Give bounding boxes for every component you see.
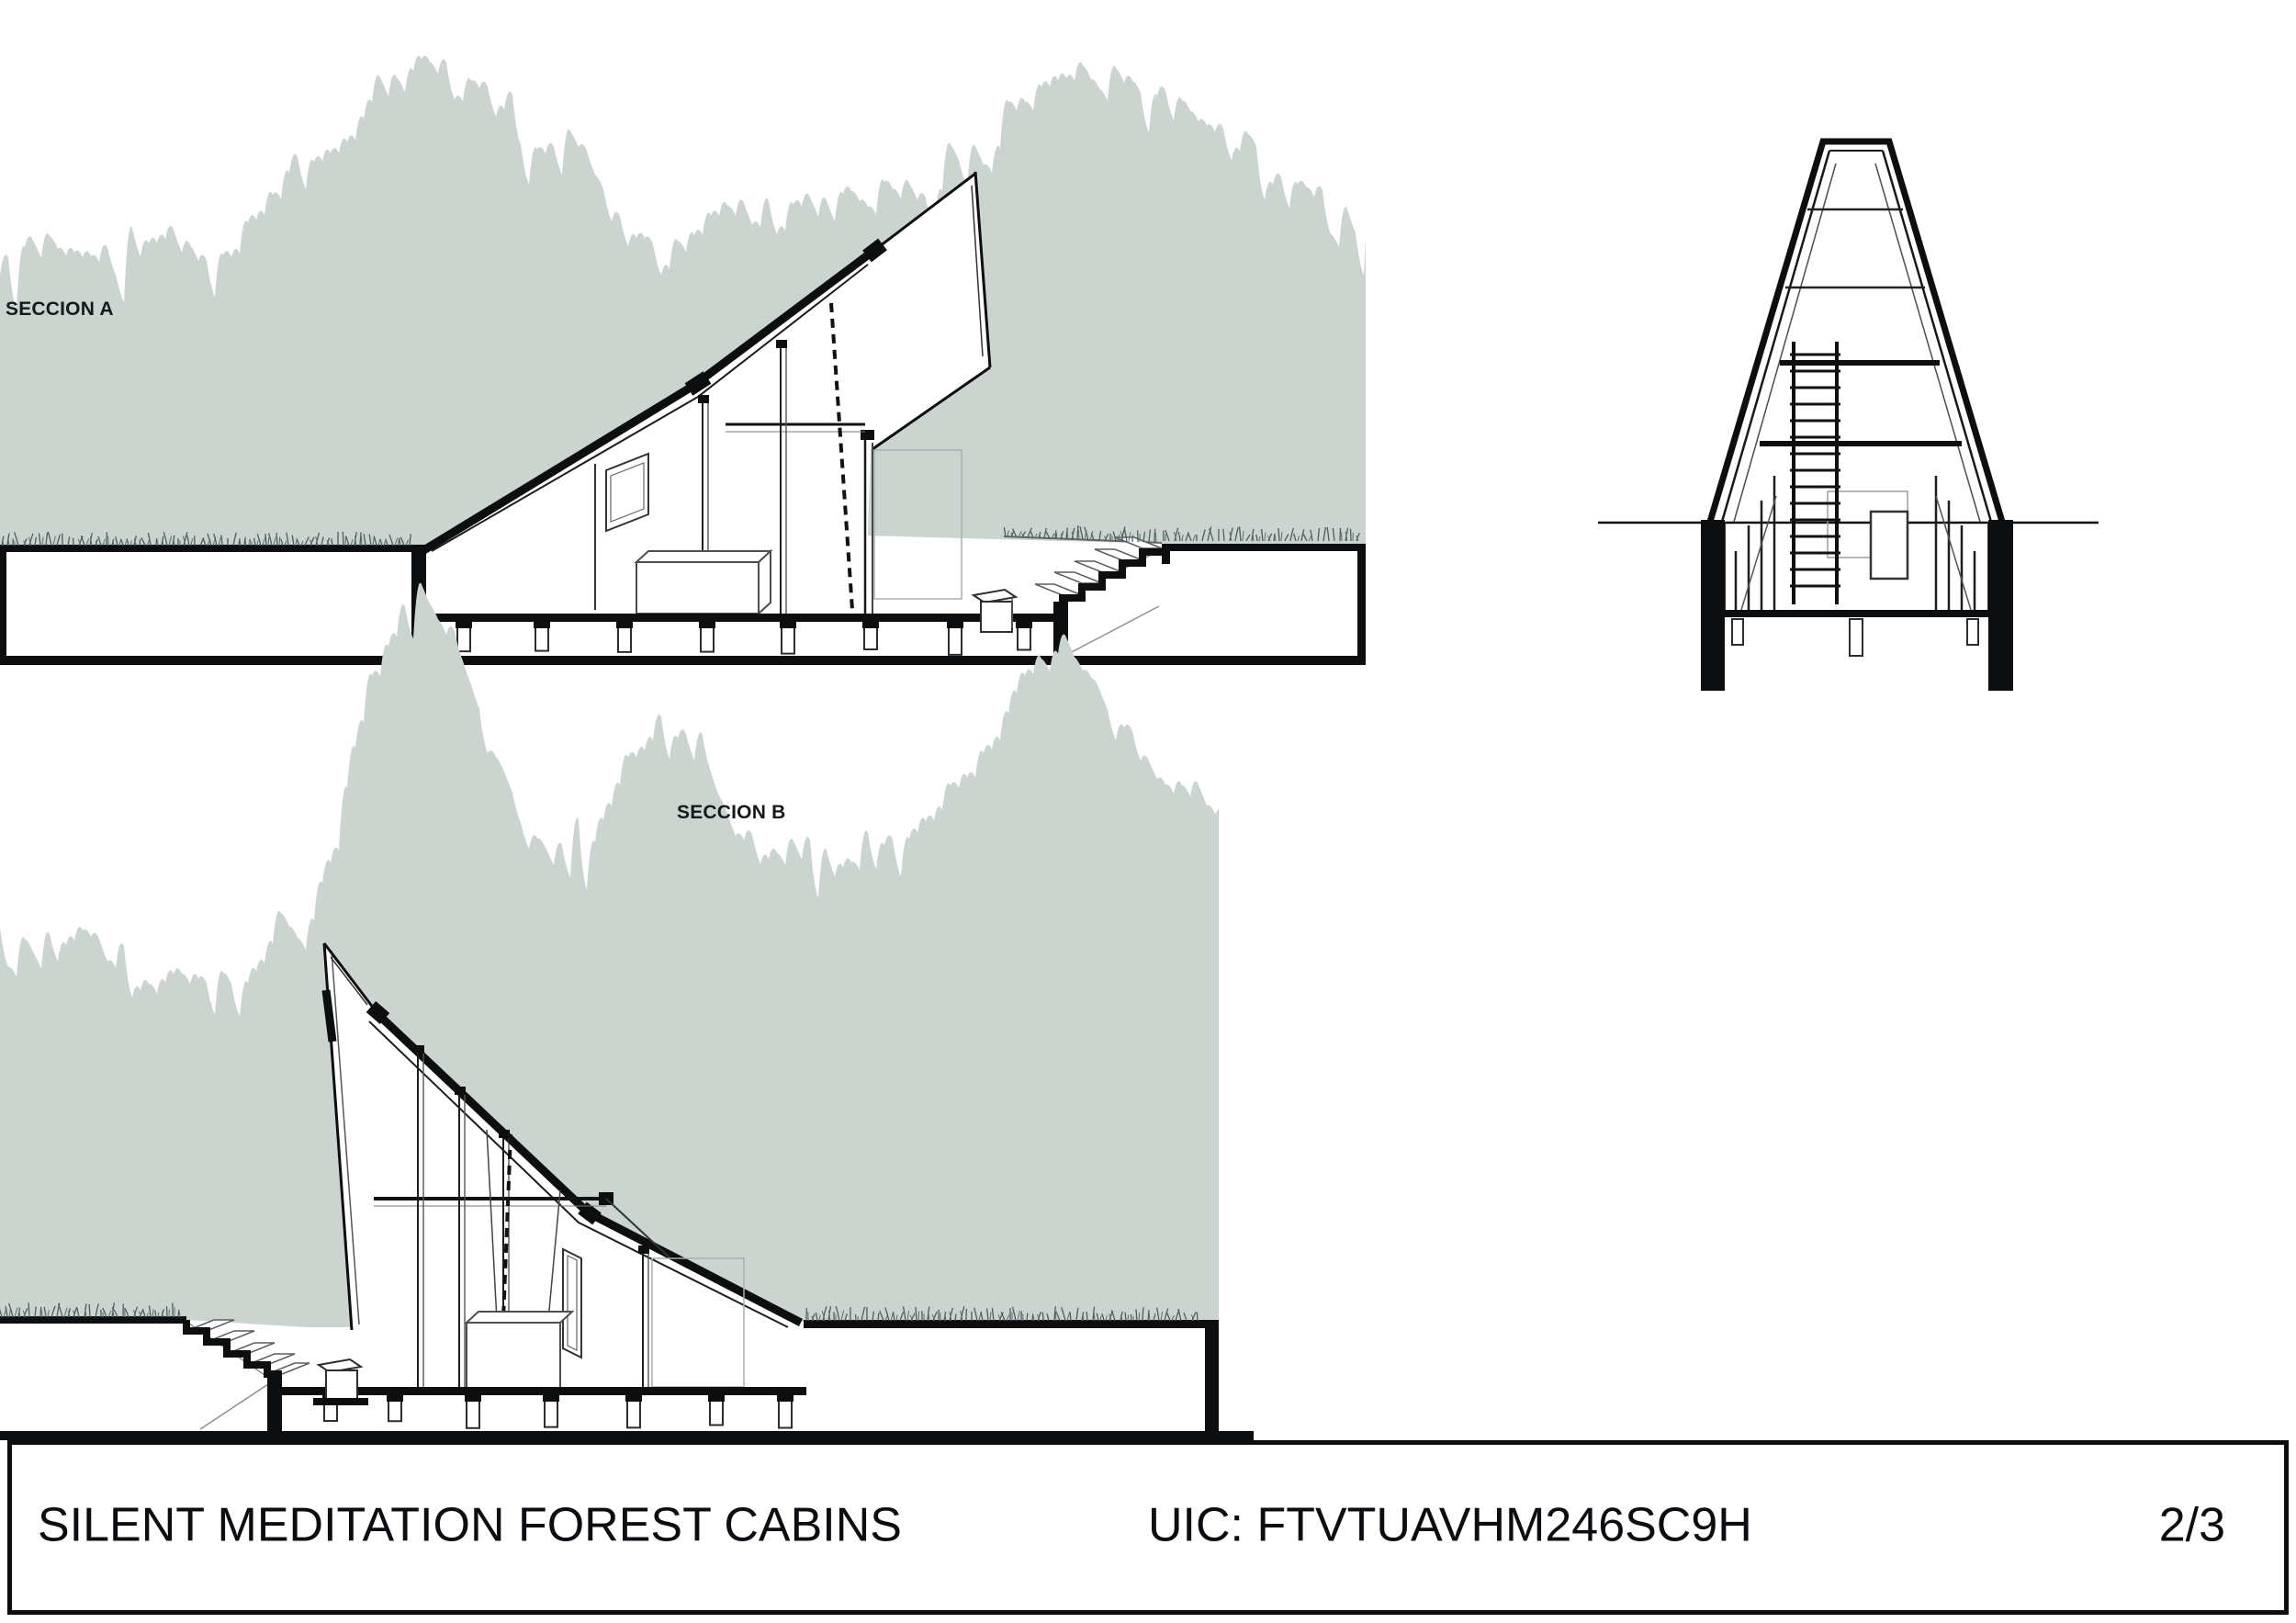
cross-section-drawing — [1598, 138, 2099, 691]
section-b-drawing — [0, 582, 1254, 1440]
uic-code: UIC: FTVTUAVHM246SC9H — [1148, 1498, 1752, 1552]
section-a-drawing — [0, 55, 1366, 665]
title-block: SILENT MEDITATION FOREST CABINS UIC: FTV… — [7, 1440, 2289, 1615]
sheet-number: 2/3 — [2158, 1498, 2225, 1552]
project-title: SILENT MEDITATION FOREST CABINS — [38, 1498, 902, 1552]
section-b-label: SECCION B — [677, 802, 786, 823]
section-a-label: SECCION A — [6, 299, 114, 320]
